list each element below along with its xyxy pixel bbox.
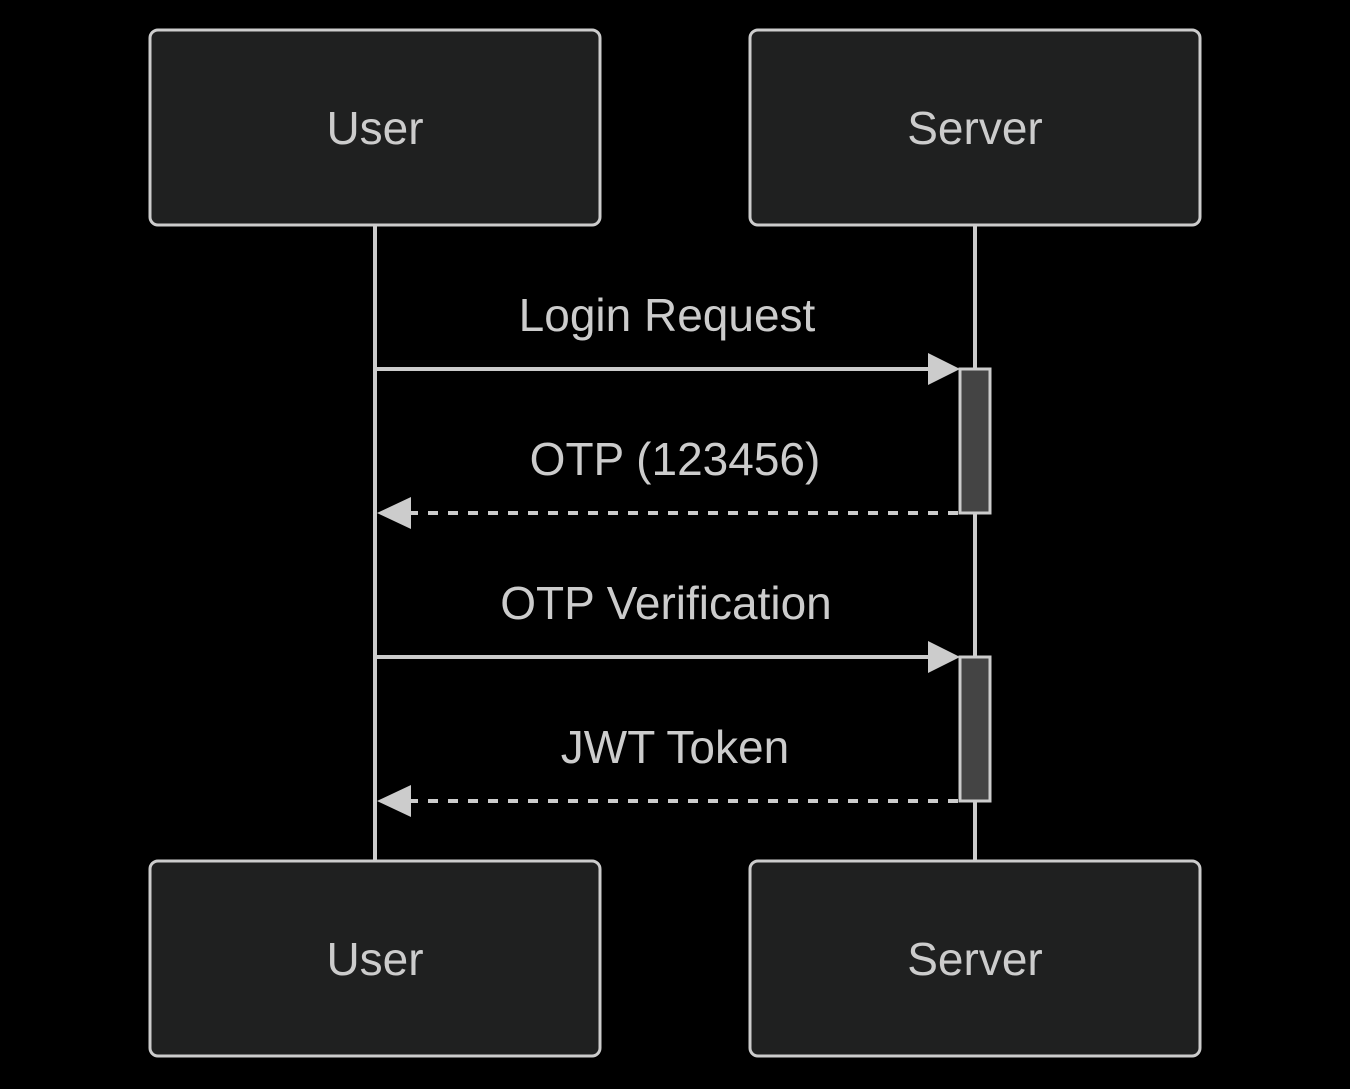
message-jwt-token-arrowhead	[377, 785, 411, 817]
message-login-request-arrowhead	[928, 353, 960, 385]
message-otp-verification: OTP Verification	[377, 577, 960, 673]
message-login-request-label: Login Request	[519, 289, 816, 341]
message-login-request: Login Request	[377, 289, 960, 385]
message-otp-label: OTP (123456)	[530, 433, 821, 485]
message-jwt-token-label: JWT Token	[561, 721, 789, 773]
activation-server-2	[958, 655, 992, 803]
actor-bottom-user: User	[148, 859, 602, 1058]
actor-top-user: User	[148, 28, 602, 227]
activation-server-1	[958, 367, 992, 515]
message-otp: OTP (123456)	[377, 433, 958, 529]
actor-bottom-server: Server	[748, 859, 1202, 1058]
actor-top-server-label: Server	[907, 102, 1042, 154]
actor-top-server: Server	[748, 28, 1202, 227]
message-jwt-token: JWT Token	[377, 721, 958, 817]
message-otp-verification-label: OTP Verification	[500, 577, 832, 629]
message-otp-arrowhead	[377, 497, 411, 529]
actor-bottom-server-label: Server	[907, 933, 1042, 985]
actor-top-user-label: User	[326, 102, 423, 154]
actor-bottom-user-label: User	[326, 933, 423, 985]
message-otp-verification-arrowhead	[928, 641, 960, 673]
